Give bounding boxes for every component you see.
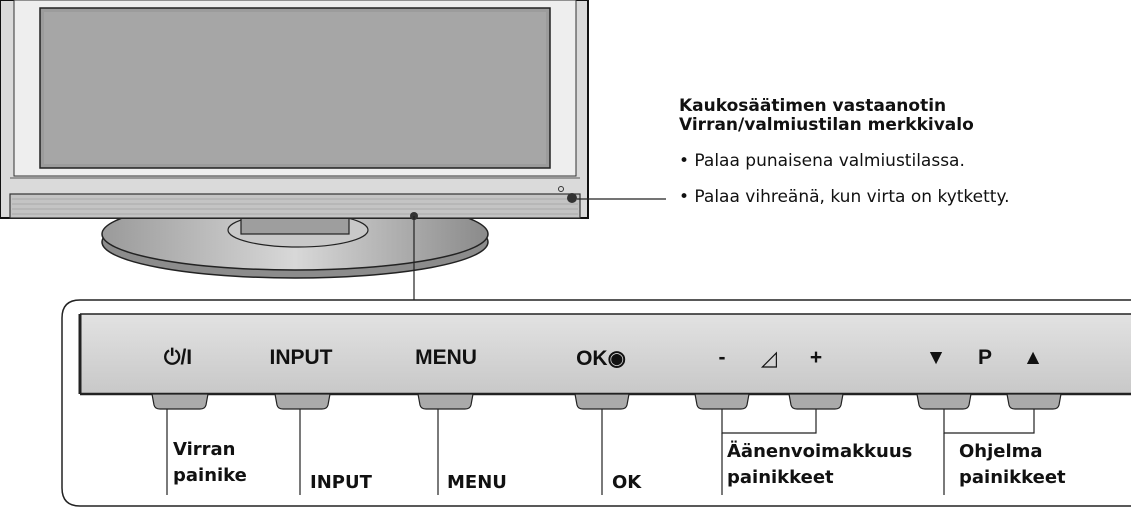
menu-button-legend: MENU — [415, 346, 477, 369]
input-key — [274, 393, 331, 410]
ok-key — [574, 393, 630, 410]
volume-label-line2: painikkeet — [727, 467, 834, 488]
volume-up-key — [788, 393, 844, 410]
program-down-key — [916, 393, 972, 410]
callout-title-line1: Kaukosäätimen vastaanotin — [679, 96, 947, 116]
label-connectors — [166, 409, 1035, 495]
program-up-key — [1006, 393, 1062, 410]
ok-button-legend: OK◉ — [576, 347, 626, 370]
ok-label: OK — [612, 472, 642, 493]
menu-label: MENU — [447, 472, 507, 493]
input-button-legend: INPUT — [269, 346, 333, 369]
volume-icon: ◿ — [760, 347, 778, 370]
input-label: INPUT — [310, 472, 372, 493]
program-label-line1: Ohjelma — [959, 441, 1043, 462]
program-down-icon: ▼ — [925, 346, 947, 369]
ir-sensor-icon — [567, 193, 577, 203]
volume-down-key — [694, 393, 750, 410]
power-label-line1: Virran — [173, 439, 236, 460]
power-button-legend: ⏻/I — [163, 346, 193, 369]
menu-key — [417, 393, 474, 410]
volume-label-line1: Äänenvoimakkuus — [727, 441, 913, 462]
volume-plus-legend: + — [809, 346, 823, 369]
power-key — [151, 393, 209, 410]
callout-bullet-standby: • Palaa punaisena valmiustilassa. — [679, 151, 965, 171]
program-up-icon: ▲ — [1022, 346, 1044, 369]
program-label-line2: painikkeet — [959, 467, 1066, 488]
power-label-line2: painike — [173, 465, 247, 486]
tv-body — [0, 0, 589, 220]
physical-buttons — [151, 393, 1062, 410]
callout-bullet-power-on: • Palaa vihreänä, kun virta on kytketty. — [679, 187, 1010, 207]
volume-minus-legend: - — [718, 346, 726, 369]
program-p-legend: P — [977, 346, 993, 369]
callout-title-line2: Virran/valmiustilan merkkivalo — [679, 115, 974, 135]
